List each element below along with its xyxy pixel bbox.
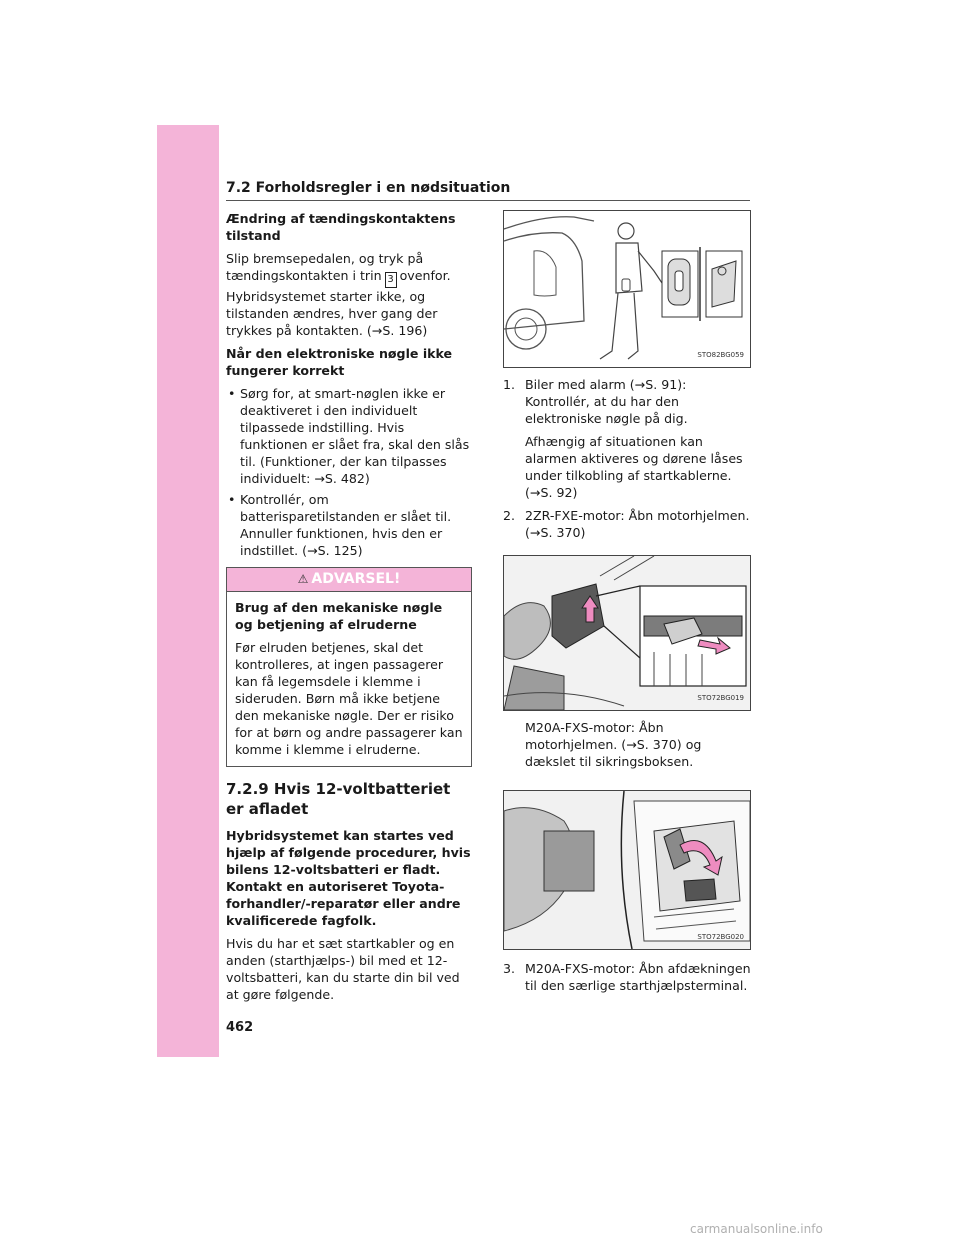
watermark: carmanualsonline.info bbox=[690, 1222, 823, 1236]
paragraph-ignition-pre: Slip bremsepedalen, og tryk på tændingsk… bbox=[226, 251, 424, 283]
figure-electronic-key: STO82BG059 bbox=[503, 210, 751, 368]
bullet-list: Sørg for, at smart-nøglen ikke er deakti… bbox=[226, 385, 472, 559]
warning-text: Før elruden betjenes, skal det kontrolle… bbox=[235, 640, 463, 757]
steps-list-1: 1. Biler med alarm (→S. 91): Kontrollér, … bbox=[503, 376, 751, 427]
side-tab-strip bbox=[157, 125, 219, 1057]
illustration-engine-bay bbox=[504, 556, 750, 710]
figure-code: STO72BG020 bbox=[697, 933, 744, 941]
illustration-fuse-box-cover bbox=[504, 791, 750, 949]
warning-heading: Brug af den mekaniske nøgle og betjening… bbox=[235, 600, 443, 632]
steps-list-2: 2. 2ZR-FXE-motor: Åbn motorhjelmen. (→S. … bbox=[503, 507, 751, 541]
section-header: 7.2 Forholdsregler i en nødsituation bbox=[226, 180, 750, 201]
right-column: STO82BG059 1. Biler med alarm (→S. 91): K… bbox=[503, 210, 751, 1000]
warning-body: Brug af den mekaniske nøgle og betjening… bbox=[227, 592, 471, 766]
step-text: Biler med alarm (→S. 91): Kontrollér, at… bbox=[525, 377, 688, 426]
bullet-item: Sørg for, at smart-nøglen ikke er deakti… bbox=[226, 385, 472, 487]
illustration-person-with-key bbox=[504, 216, 743, 360]
step-number-box: 3 bbox=[384, 272, 397, 288]
step-item: 2. 2ZR-FXE-motor: Åbn motorhjelmen. (→S. … bbox=[503, 507, 751, 541]
step-number: 1. bbox=[503, 377, 516, 392]
step-note-m20a: M20A-FXS-motor: Åbn motorhjelmen. (→S. 3… bbox=[525, 720, 702, 769]
step-number: 2. bbox=[503, 508, 516, 523]
paragraph-jumper-cables: Hvis du har et sæt startkabler og en and… bbox=[226, 936, 460, 1002]
step-note: Afhængig af situationen kan alarmen akti… bbox=[525, 434, 743, 500]
step-text: M20A-FXS-motor: Åbn afdækningen til den … bbox=[525, 961, 751, 993]
left-column: Ændring af tændingskontaktens tilstand S… bbox=[226, 210, 472, 1009]
warning-triangle-icon: ⚠ bbox=[297, 572, 309, 586]
step-text: 2ZR-FXE-motor: Åbn motorhjelmen. (→S. 37… bbox=[525, 508, 750, 540]
bullet-item: Kontrollér, om batterisparetilstanden er… bbox=[226, 491, 472, 559]
warning-title: ADVARSEL! bbox=[311, 571, 401, 587]
step-number: 3. bbox=[503, 961, 516, 976]
warning-header: ⚠ADVARSEL! bbox=[227, 568, 471, 592]
figure-fuse-box-m20a: STO72BG020 bbox=[503, 790, 751, 950]
page-number: 462 bbox=[226, 1020, 254, 1035]
paragraph-ignition: Slip bremsepedalen, og tryk på tændingsk… bbox=[226, 250, 472, 339]
step-item: 3. M20A-FXS-motor: Åbn afdækningen til de… bbox=[503, 960, 751, 994]
figure-code: STO82BG059 bbox=[697, 351, 744, 359]
heading-ignition-mode: Ændring af tændingskontaktens tilstand bbox=[226, 211, 456, 243]
steps-list-3: 3. M20A-FXS-motor: Åbn afdækningen til de… bbox=[503, 960, 751, 994]
figure-fuse-box-2zr: STO72BG019 bbox=[503, 555, 751, 711]
warning-box: ⚠ADVARSEL! Brug af den mekaniske nøgle o… bbox=[226, 567, 472, 767]
paragraph-ignition-post: ovenfor. Hybridsystemet starter ikke, og… bbox=[226, 268, 451, 338]
step-item: 1. Biler med alarm (→S. 91): Kontrollér, … bbox=[503, 376, 751, 427]
figure-code: STO72BG019 bbox=[697, 694, 744, 702]
heading-key-malfunction: Når den elektroniske nøgle ikke fungerer… bbox=[226, 346, 453, 378]
bold-intro: Hybridsystemet kan startes ved hjælp af … bbox=[226, 828, 471, 928]
subsection-title: 7.2.9 Hvis 12-voltbatteriet er afladet bbox=[226, 780, 451, 818]
